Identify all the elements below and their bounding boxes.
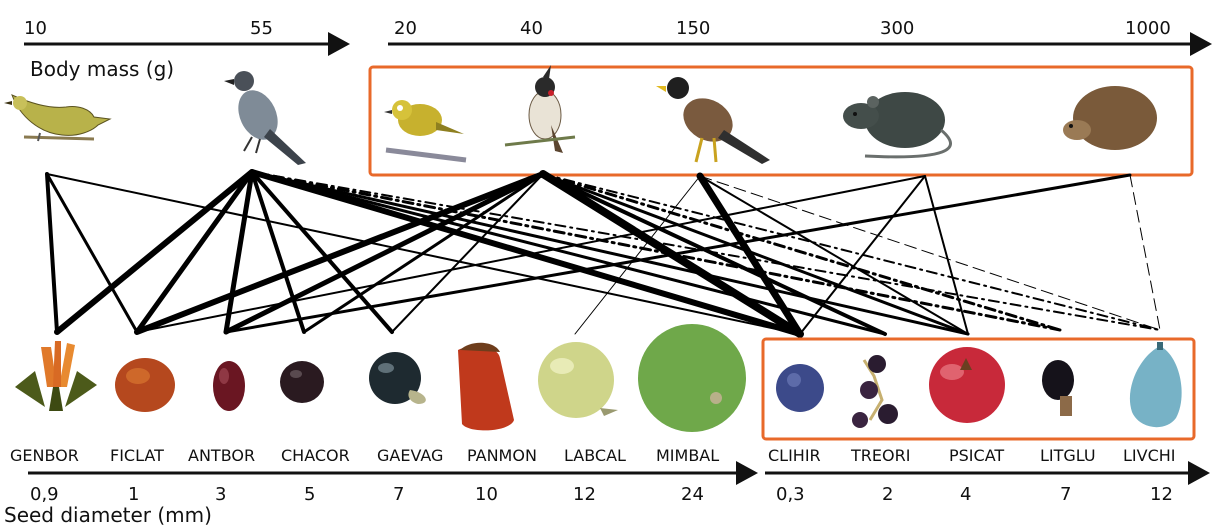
psicat-fruit-icon xyxy=(929,347,1005,423)
link-red-whiskered-bulbul-treori xyxy=(541,172,887,336)
plant-label-treori: TREORI xyxy=(850,446,910,465)
plant-label-gaevag: GAEVAG xyxy=(377,446,443,465)
bulbul-grey-icon xyxy=(224,71,306,165)
mass-tick-55: 55 xyxy=(250,18,273,39)
panmon-fruit-icon xyxy=(458,342,514,431)
plant-label-panmon: PANMON xyxy=(467,446,537,465)
mass-tick-1000: 1000 xyxy=(1125,18,1171,39)
plant-label-labcal: LABCAL xyxy=(564,446,626,465)
plant-label-genbor: GENBOR xyxy=(10,446,79,465)
mimbal-fruit-icon xyxy=(638,324,746,432)
plant-labels-right: CLIHIR TREORI PSICAT LITGLU LIVCHI xyxy=(768,446,1176,465)
tenrec-icon xyxy=(1063,86,1157,150)
labcal-fruit-icon xyxy=(538,342,618,418)
plant-label-mimbal: MIMBAL xyxy=(656,446,719,465)
rat-icon xyxy=(843,92,952,159)
treori-fruit-icon xyxy=(852,355,898,428)
link-red-whiskered-bulbul-livchi xyxy=(542,173,1161,331)
seed-tick-1: 1 xyxy=(128,484,139,505)
mass-tick-150: 150 xyxy=(676,18,710,39)
plant-label-litglu: LITGLU xyxy=(1040,446,1096,465)
link-red-whiskered-bulbul-litglu xyxy=(541,172,1062,332)
litglu-fruit-icon xyxy=(1042,360,1074,416)
livchi-fruit-icon xyxy=(1129,342,1182,428)
seed-diameter-label: Seed diameter (mm) xyxy=(4,503,212,527)
link-bulbul-grey-clihir xyxy=(249,169,803,337)
plant-labels-left: GENBOR FICLAT ANTBOR CHACOR GAEVAG PANMO… xyxy=(10,446,719,465)
plant-label-chacor: CHACOR xyxy=(281,446,350,465)
link-rat-psicat xyxy=(924,175,969,335)
link-rat-clihir xyxy=(799,175,926,335)
link-bulbul-grey-gaevag xyxy=(250,170,394,334)
seed-tick-10: 10 xyxy=(475,484,498,505)
link-bulbul-grey-ficlat xyxy=(134,169,255,335)
introduced-plants-box xyxy=(761,337,1196,441)
plant-label-ficlat: FICLAT xyxy=(110,446,164,465)
body-mass-label: Body mass (g) xyxy=(30,57,174,81)
seed-tick-24: 24 xyxy=(681,484,704,505)
link-red-whiskered-bulbul-ficlat xyxy=(134,171,546,335)
body-mass-axis-right xyxy=(388,32,1212,56)
genbor-fruit-icon xyxy=(15,341,97,411)
plant-label-antbor: ANTBOR xyxy=(188,446,255,465)
link-bulbul-grey-antbor xyxy=(223,169,255,335)
chacor-fruit-icon xyxy=(280,361,324,403)
link-rat-ficlat xyxy=(136,175,926,333)
link-myna-labcal xyxy=(574,175,701,335)
mass-tick-20: 20 xyxy=(394,18,417,39)
link-bulbul-grey-psicat xyxy=(250,170,970,336)
link-tenrec-antbor xyxy=(224,173,1132,334)
mass-tick-10: 10 xyxy=(24,18,47,39)
seed-tick-4: 4 xyxy=(960,484,971,505)
link-bulbul-grey-genbor xyxy=(54,169,255,335)
seed-tick-0-3: 0,3 xyxy=(776,484,805,505)
gaevag-fruit-icon xyxy=(369,352,426,404)
mass-tick-40: 40 xyxy=(520,18,543,39)
seed-tick-5: 5 xyxy=(304,484,315,505)
link-bulbul-grey-litglu xyxy=(250,170,1062,332)
warbler-icon xyxy=(4,94,112,142)
plant-label-psicat: PSICAT xyxy=(949,446,1004,465)
link-red-whiskered-bulbul-gaevag xyxy=(391,173,544,333)
seed-axis-right xyxy=(765,461,1210,485)
red-whiskered-bulbul-icon xyxy=(504,65,576,153)
link-myna-clihir xyxy=(696,172,804,338)
seed-tick-0-9: 0,9 xyxy=(30,484,59,505)
mass-tick-300: 300 xyxy=(880,18,914,39)
link-red-whiskered-bulbul-antbor xyxy=(223,171,546,335)
link-warbler-genbor xyxy=(45,172,59,334)
seed-tick-2: 2 xyxy=(882,484,893,505)
ficlat-fruit-icon xyxy=(115,358,175,412)
seed-tick-12: 12 xyxy=(573,484,596,505)
link-red-whiskered-bulbul-chacor xyxy=(302,172,545,334)
body-mass-axis-left xyxy=(24,32,350,56)
link-red-whiskered-bulbul-psicat xyxy=(541,172,970,336)
link-tenrec-livchi xyxy=(1129,174,1161,331)
clihir-fruit-icon xyxy=(776,364,824,412)
seed-tick-7b: 7 xyxy=(1060,484,1071,505)
plant-label-clihir: CLIHIR xyxy=(768,446,821,465)
seed-ticks-right: 0,3 2 4 7 12 xyxy=(776,484,1173,505)
seed-tick-7: 7 xyxy=(393,484,404,505)
link-warbler-ficlat xyxy=(45,172,139,334)
seed-tick-12b: 12 xyxy=(1150,484,1173,505)
plant-label-livchi: LIVCHI xyxy=(1123,446,1176,465)
link-myna-psicat xyxy=(699,175,969,335)
link-myna-livchi xyxy=(699,175,1161,331)
interaction-links xyxy=(45,169,1161,338)
introduced-frugivores-box xyxy=(368,65,1194,177)
seed-axis-left xyxy=(28,461,758,485)
white-eye-icon xyxy=(384,100,467,163)
link-bulbul-grey-livchi xyxy=(251,171,1161,331)
antbor-fruit-icon xyxy=(213,361,245,411)
seed-tick-3: 3 xyxy=(215,484,226,505)
myna-icon xyxy=(656,77,770,164)
link-bulbul-grey-chacor xyxy=(250,170,306,334)
seed-ticks-left: 0,9 1 3 5 7 10 12 24 xyxy=(30,484,704,505)
